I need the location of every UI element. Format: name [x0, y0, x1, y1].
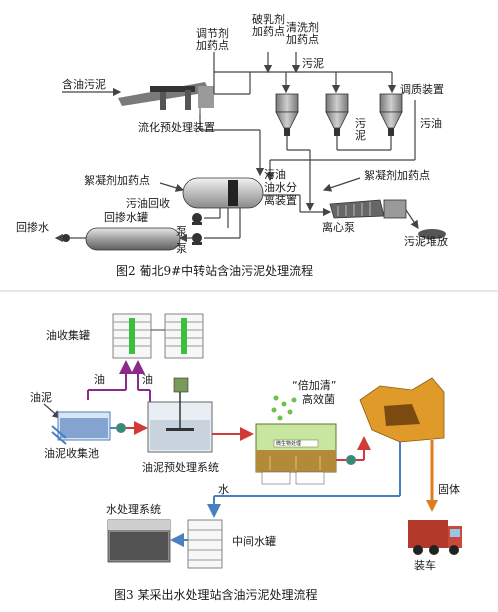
label-sludge-stacking: 污泥堆放 [404, 235, 448, 248]
oil-pipes [87, 360, 151, 405]
bacteria-dots [271, 395, 297, 421]
conditioning-silo-3 [379, 93, 403, 136]
label-flocculant-dosing-right: 絮凝剂加药点 [364, 169, 430, 182]
label-intermediate-tank: 中间水罐 [232, 535, 276, 548]
label-solid: 固体 [438, 483, 460, 496]
figure-3-caption: 图3 某采出水处理站含油污泥处理流程 [114, 588, 318, 602]
label-sludge-vertical: 污泥 [355, 117, 366, 142]
label-oil-water-separator: 污油 油水分 离装置 [264, 168, 297, 207]
sludge-pretreatment-tank [147, 377, 213, 453]
conditioning-silo-2 [325, 93, 349, 136]
water-return-pipe [207, 442, 401, 518]
microbial-reactor [255, 423, 337, 485]
water-treatment-tank [107, 519, 171, 563]
figure-2-caption: 图2 葡北9#中转站含油污泥处理流程 [116, 264, 314, 278]
oil-water-separator [182, 177, 264, 228]
label-flocculant-dosing-left: 絮凝剂加药点 [84, 174, 150, 187]
label-oily-sludge-in: 含油污泥 [62, 78, 106, 91]
silo-connections [159, 100, 416, 212]
label-water-treatment: 水处理系统 [106, 503, 161, 516]
label-sludge-line: 污泥 [302, 57, 324, 70]
pump-icon-a [192, 213, 202, 225]
label-water: 水 [218, 483, 229, 496]
label-dirty-oil-recovery: 污油回收 [126, 197, 170, 210]
truck-icon [408, 520, 462, 555]
label-sludge-collection-pool: 油泥收集池 [44, 447, 99, 460]
label-oil-collection-tank: 油收集罐 [46, 329, 90, 342]
label-return-water: 回掺水 [16, 221, 49, 234]
label-oily-sludge: 油泥 [30, 391, 52, 404]
label-dirty-oil: 污油 [420, 117, 442, 130]
label-sludge-pretreatment: 油泥预处理系统 [142, 461, 219, 474]
label-conditioning-unit: 调质装置 [400, 83, 444, 96]
pre-treatment-device [118, 82, 214, 114]
screw-separator [359, 377, 445, 443]
label-bacteria-brand: “倍加清” [292, 379, 337, 392]
oil-collection-tank-1 [112, 313, 152, 359]
label-oil-right: 油 [142, 373, 153, 386]
label-oil-left: 油 [94, 373, 105, 386]
label-demulsifier-dosing: 破乳剂加药点 [252, 13, 285, 38]
label-reactor-plate: 微生物处理 [276, 441, 302, 447]
label-pump-a: 泵 [176, 225, 187, 238]
solid-arrow [426, 440, 438, 512]
label-bacteria: 高效菌 [302, 393, 335, 406]
dosing-lines [213, 52, 397, 95]
label-truck-load: 装车 [414, 559, 436, 572]
sludge-collection-pool [51, 411, 111, 445]
return-water-tank [54, 227, 181, 251]
intermediate-water-tank [187, 519, 223, 569]
label-regulator-dosing: 调节剂加药点 [196, 27, 229, 52]
centrifuge [329, 199, 446, 239]
label-return-water-tank: 回掺水罐 [104, 211, 148, 224]
label-pump-b: 泵 [176, 242, 187, 255]
separator-outputs [204, 194, 332, 239]
oil-collection-tank-2 [164, 313, 204, 359]
pump-icon-b [192, 233, 202, 245]
label-pre-treatment-unit: 流化预处理装置 [138, 121, 215, 134]
label-centrifugal-pump: 离心泵 [322, 221, 355, 234]
label-cleaner-dosing: 清洗剂加药点 [286, 21, 319, 46]
conditioning-silo-1 [275, 93, 299, 136]
